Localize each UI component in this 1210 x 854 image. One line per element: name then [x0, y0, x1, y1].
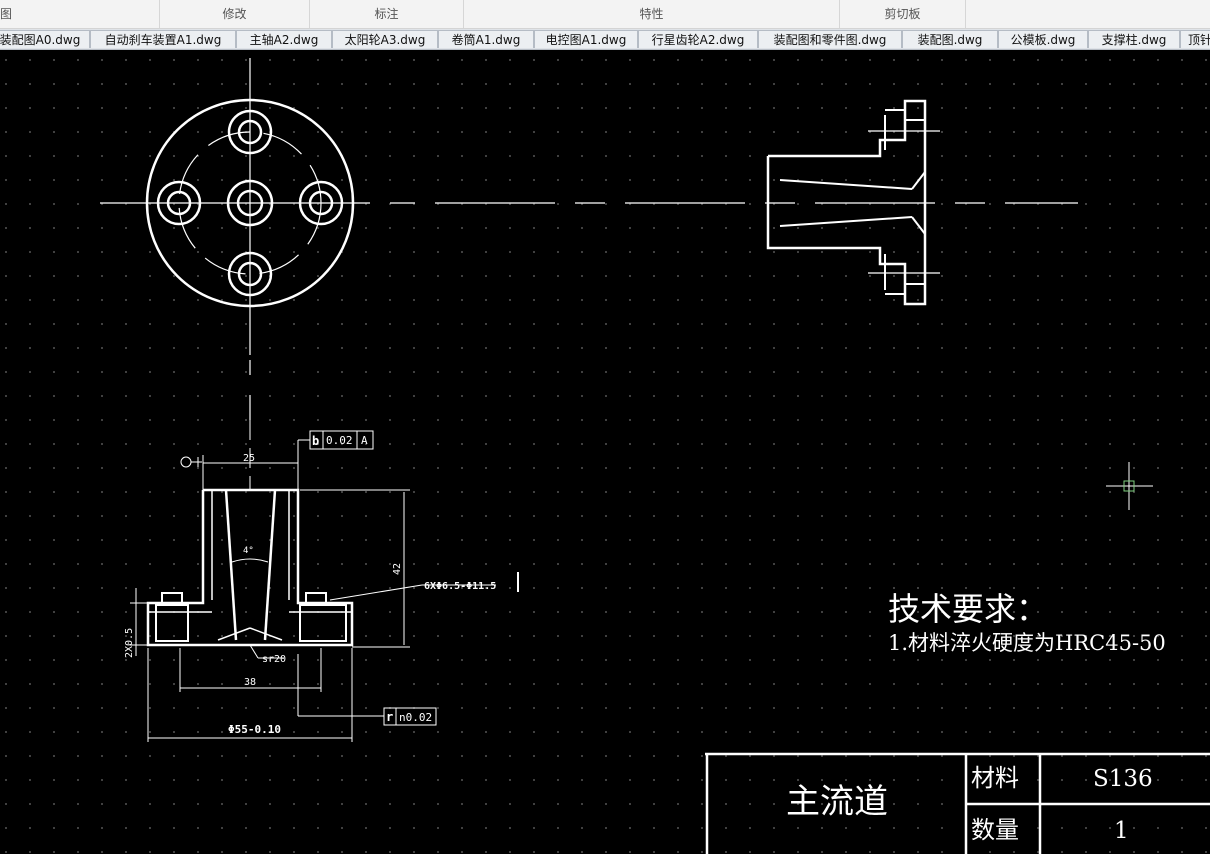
quantity-label: 数量 [971, 816, 1019, 844]
file-tab[interactable]: 卷筒A1.dwg [438, 30, 534, 48]
ribbon-group-draw[interactable]: 图 [0, 0, 160, 28]
dim-outer-dia: Φ55-0.10 [228, 723, 281, 736]
gdt-bottom-tolerance: n0.02 [399, 711, 432, 724]
center-line [249, 202, 1078, 420]
ribbon-group-clipboard[interactable]: 剪切板 [840, 0, 966, 28]
gdt-top-tolerance: 0.02 [326, 434, 353, 447]
ribbon-group-modify[interactable]: 修改 [160, 0, 310, 28]
file-tab[interactable]: 行星齿轮A2.dwg [638, 30, 758, 48]
file-tab[interactable]: 公模板.dwg [998, 30, 1088, 48]
file-tab[interactable]: 顶针 [1180, 30, 1210, 48]
gdt-frame-bottom [383, 707, 437, 726]
file-tab[interactable]: 装配图.dwg [902, 30, 998, 48]
material-value: S136 [1093, 766, 1153, 792]
file-tab[interactable]: 太阳轮A3.dwg [332, 30, 438, 48]
section-view [146, 488, 354, 647]
gdt-top-symbol: b [312, 434, 319, 448]
ribbon-group-annotation[interactable]: 标注 [310, 0, 464, 28]
crosshair-cursor-icon [1106, 462, 1153, 510]
file-tab[interactable]: 主轴A2.dwg [236, 30, 332, 48]
quantity-value: 1 [1114, 818, 1129, 844]
side-view [766, 99, 940, 306]
dim-sphere-radius: sr20 [262, 654, 286, 665]
dim-bolt-circle: 38 [244, 677, 256, 688]
ribbon-toolbar: 图 修改 标注 特性 剪切板 [0, 0, 1210, 29]
gdt-top-datum: A [361, 434, 368, 447]
dim-hole-note: 6XΦ6.5-Φ11.5 [424, 581, 496, 592]
tech-req-line1: 1.材料淬火硬度为HRC45-50 [888, 631, 1166, 655]
file-tab[interactable]: 装配图A0.dwg [0, 30, 90, 48]
dim-top-width: 25 [243, 453, 255, 464]
gdt-bottom-symbol: r [386, 710, 393, 724]
file-tab-bar: 装配图A0.dwg 自动刹车装置A1.dwg 主轴A2.dwg 太阳轮A3.dw… [0, 29, 1210, 50]
dim-taper-angle: 4° [243, 546, 254, 556]
file-tab[interactable]: 自动刹车装置A1.dwg [90, 30, 236, 48]
dim-flange-thickness: 2X0.5 [124, 628, 135, 658]
tech-req-title: 技术要求： [888, 590, 1048, 628]
file-tab[interactable]: 支撑柱.dwg [1088, 30, 1180, 48]
material-label: 材料 [971, 764, 1019, 792]
ribbon-group-properties[interactable]: 特性 [464, 0, 840, 28]
drawing-canvas[interactable]: b 0.02 A r n0.02 25 42 6XΦ6.5-Φ11.5 38 Φ… [0, 50, 1210, 854]
dimension-lines [130, 420, 519, 742]
title-block [705, 752, 1210, 854]
dim-height: 42 [392, 563, 403, 575]
top-view [100, 58, 370, 355]
part-name: 主流道 [786, 782, 888, 822]
file-tab[interactable]: 装配图和零件图.dwg [758, 30, 902, 48]
gdt-frame-top [309, 430, 374, 450]
cad-drawing: b 0.02 A r n0.02 25 42 6XΦ6.5-Φ11.5 38 Φ… [100, 58, 1210, 854]
file-tab[interactable]: 电控图A1.dwg [534, 30, 638, 48]
